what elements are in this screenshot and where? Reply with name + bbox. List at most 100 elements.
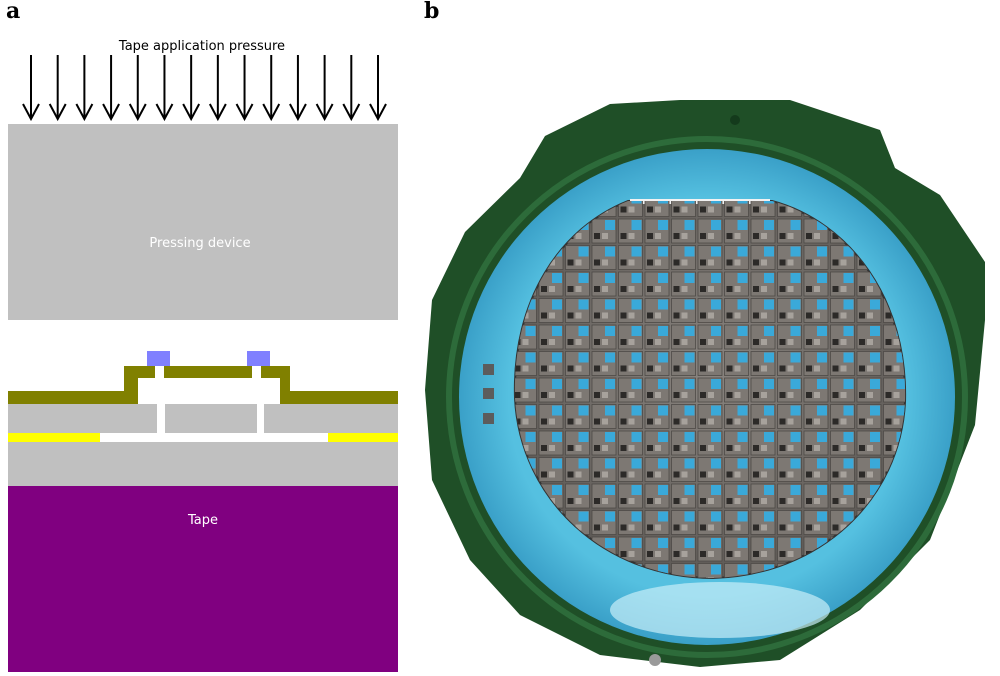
- die: [644, 324, 670, 350]
- die: [724, 457, 749, 482]
- die: [750, 245, 776, 270]
- die: [538, 457, 564, 482]
- membrane-layer: [8, 366, 398, 404]
- die: [644, 404, 670, 429]
- die: [883, 404, 906, 429]
- tape: [8, 486, 398, 672]
- membrane-gap-left: [155, 366, 164, 380]
- die: [565, 324, 590, 350]
- die: [618, 510, 643, 535]
- test-mark: [483, 388, 494, 399]
- die: [856, 351, 882, 376]
- die: [644, 271, 670, 297]
- die: [724, 245, 749, 270]
- pressing-device-label: Pressing device: [149, 236, 250, 251]
- die: [697, 218, 723, 244]
- die: [565, 377, 590, 403]
- die: [724, 510, 749, 535]
- die: [697, 536, 723, 562]
- yellow-layer-right: [328, 433, 398, 442]
- die: [830, 271, 855, 297]
- die: [750, 271, 776, 297]
- bond-pad-right: [247, 351, 270, 366]
- die: [750, 430, 776, 456]
- test-mark: [483, 364, 494, 375]
- reflection: [610, 582, 830, 638]
- die: [618, 298, 643, 323]
- pressure-arrow: [369, 55, 387, 122]
- die: [856, 404, 882, 429]
- die: [803, 430, 829, 456]
- die: [724, 351, 749, 376]
- die: [724, 201, 749, 217]
- die: [538, 377, 564, 403]
- die: [618, 245, 643, 270]
- die: [750, 351, 776, 376]
- die: [777, 457, 802, 482]
- die: [591, 271, 617, 297]
- die: [803, 510, 829, 535]
- die: [591, 404, 617, 429]
- die: [697, 324, 723, 350]
- frame-hole: [649, 654, 661, 666]
- die: [830, 245, 855, 270]
- die: [514, 351, 537, 376]
- die: [803, 298, 829, 323]
- die: [671, 201, 696, 217]
- pressure-arrow: [262, 55, 281, 122]
- die: [486, 166, 510, 190]
- die: [514, 377, 537, 403]
- pressure-arrow: [342, 55, 361, 122]
- tape-label: Tape: [187, 513, 218, 528]
- die: [591, 324, 617, 350]
- die: [777, 404, 802, 429]
- die: [777, 377, 802, 403]
- die: [565, 245, 590, 270]
- die: [618, 271, 643, 297]
- die: [724, 483, 749, 509]
- die: [644, 377, 670, 403]
- die: [514, 404, 537, 429]
- die: [803, 483, 829, 509]
- via-right: [257, 404, 264, 437]
- pressure-arrow: [235, 55, 254, 122]
- die: [618, 483, 643, 509]
- die: [618, 457, 643, 482]
- pressure-arrow: [128, 55, 147, 122]
- frame-inner-edge: [446, 136, 968, 658]
- die: [565, 298, 590, 323]
- die: [644, 351, 670, 376]
- die: [803, 271, 829, 297]
- die: [671, 245, 696, 270]
- die: [777, 351, 802, 376]
- die: [538, 298, 564, 323]
- die: [884, 590, 908, 614]
- die: [671, 430, 696, 456]
- die: [644, 245, 670, 270]
- die: [724, 430, 749, 456]
- die: [750, 377, 776, 403]
- die: [538, 430, 564, 456]
- die: [724, 536, 749, 562]
- die: [777, 298, 802, 323]
- die: [591, 245, 617, 270]
- die: [777, 245, 802, 270]
- die: [618, 351, 643, 376]
- die: [910, 564, 934, 588]
- pressure-arrow: [155, 55, 174, 122]
- die: [671, 483, 696, 509]
- pressing-device: [8, 124, 398, 320]
- die: [724, 218, 749, 244]
- die: [830, 324, 855, 350]
- die: [830, 457, 855, 482]
- die: [565, 404, 590, 429]
- die: [697, 201, 723, 217]
- die: [644, 510, 670, 535]
- die: [618, 404, 643, 429]
- test-mark: [483, 413, 494, 424]
- die: [591, 351, 617, 376]
- die: [565, 271, 590, 297]
- die: [750, 510, 776, 535]
- die: [750, 201, 776, 217]
